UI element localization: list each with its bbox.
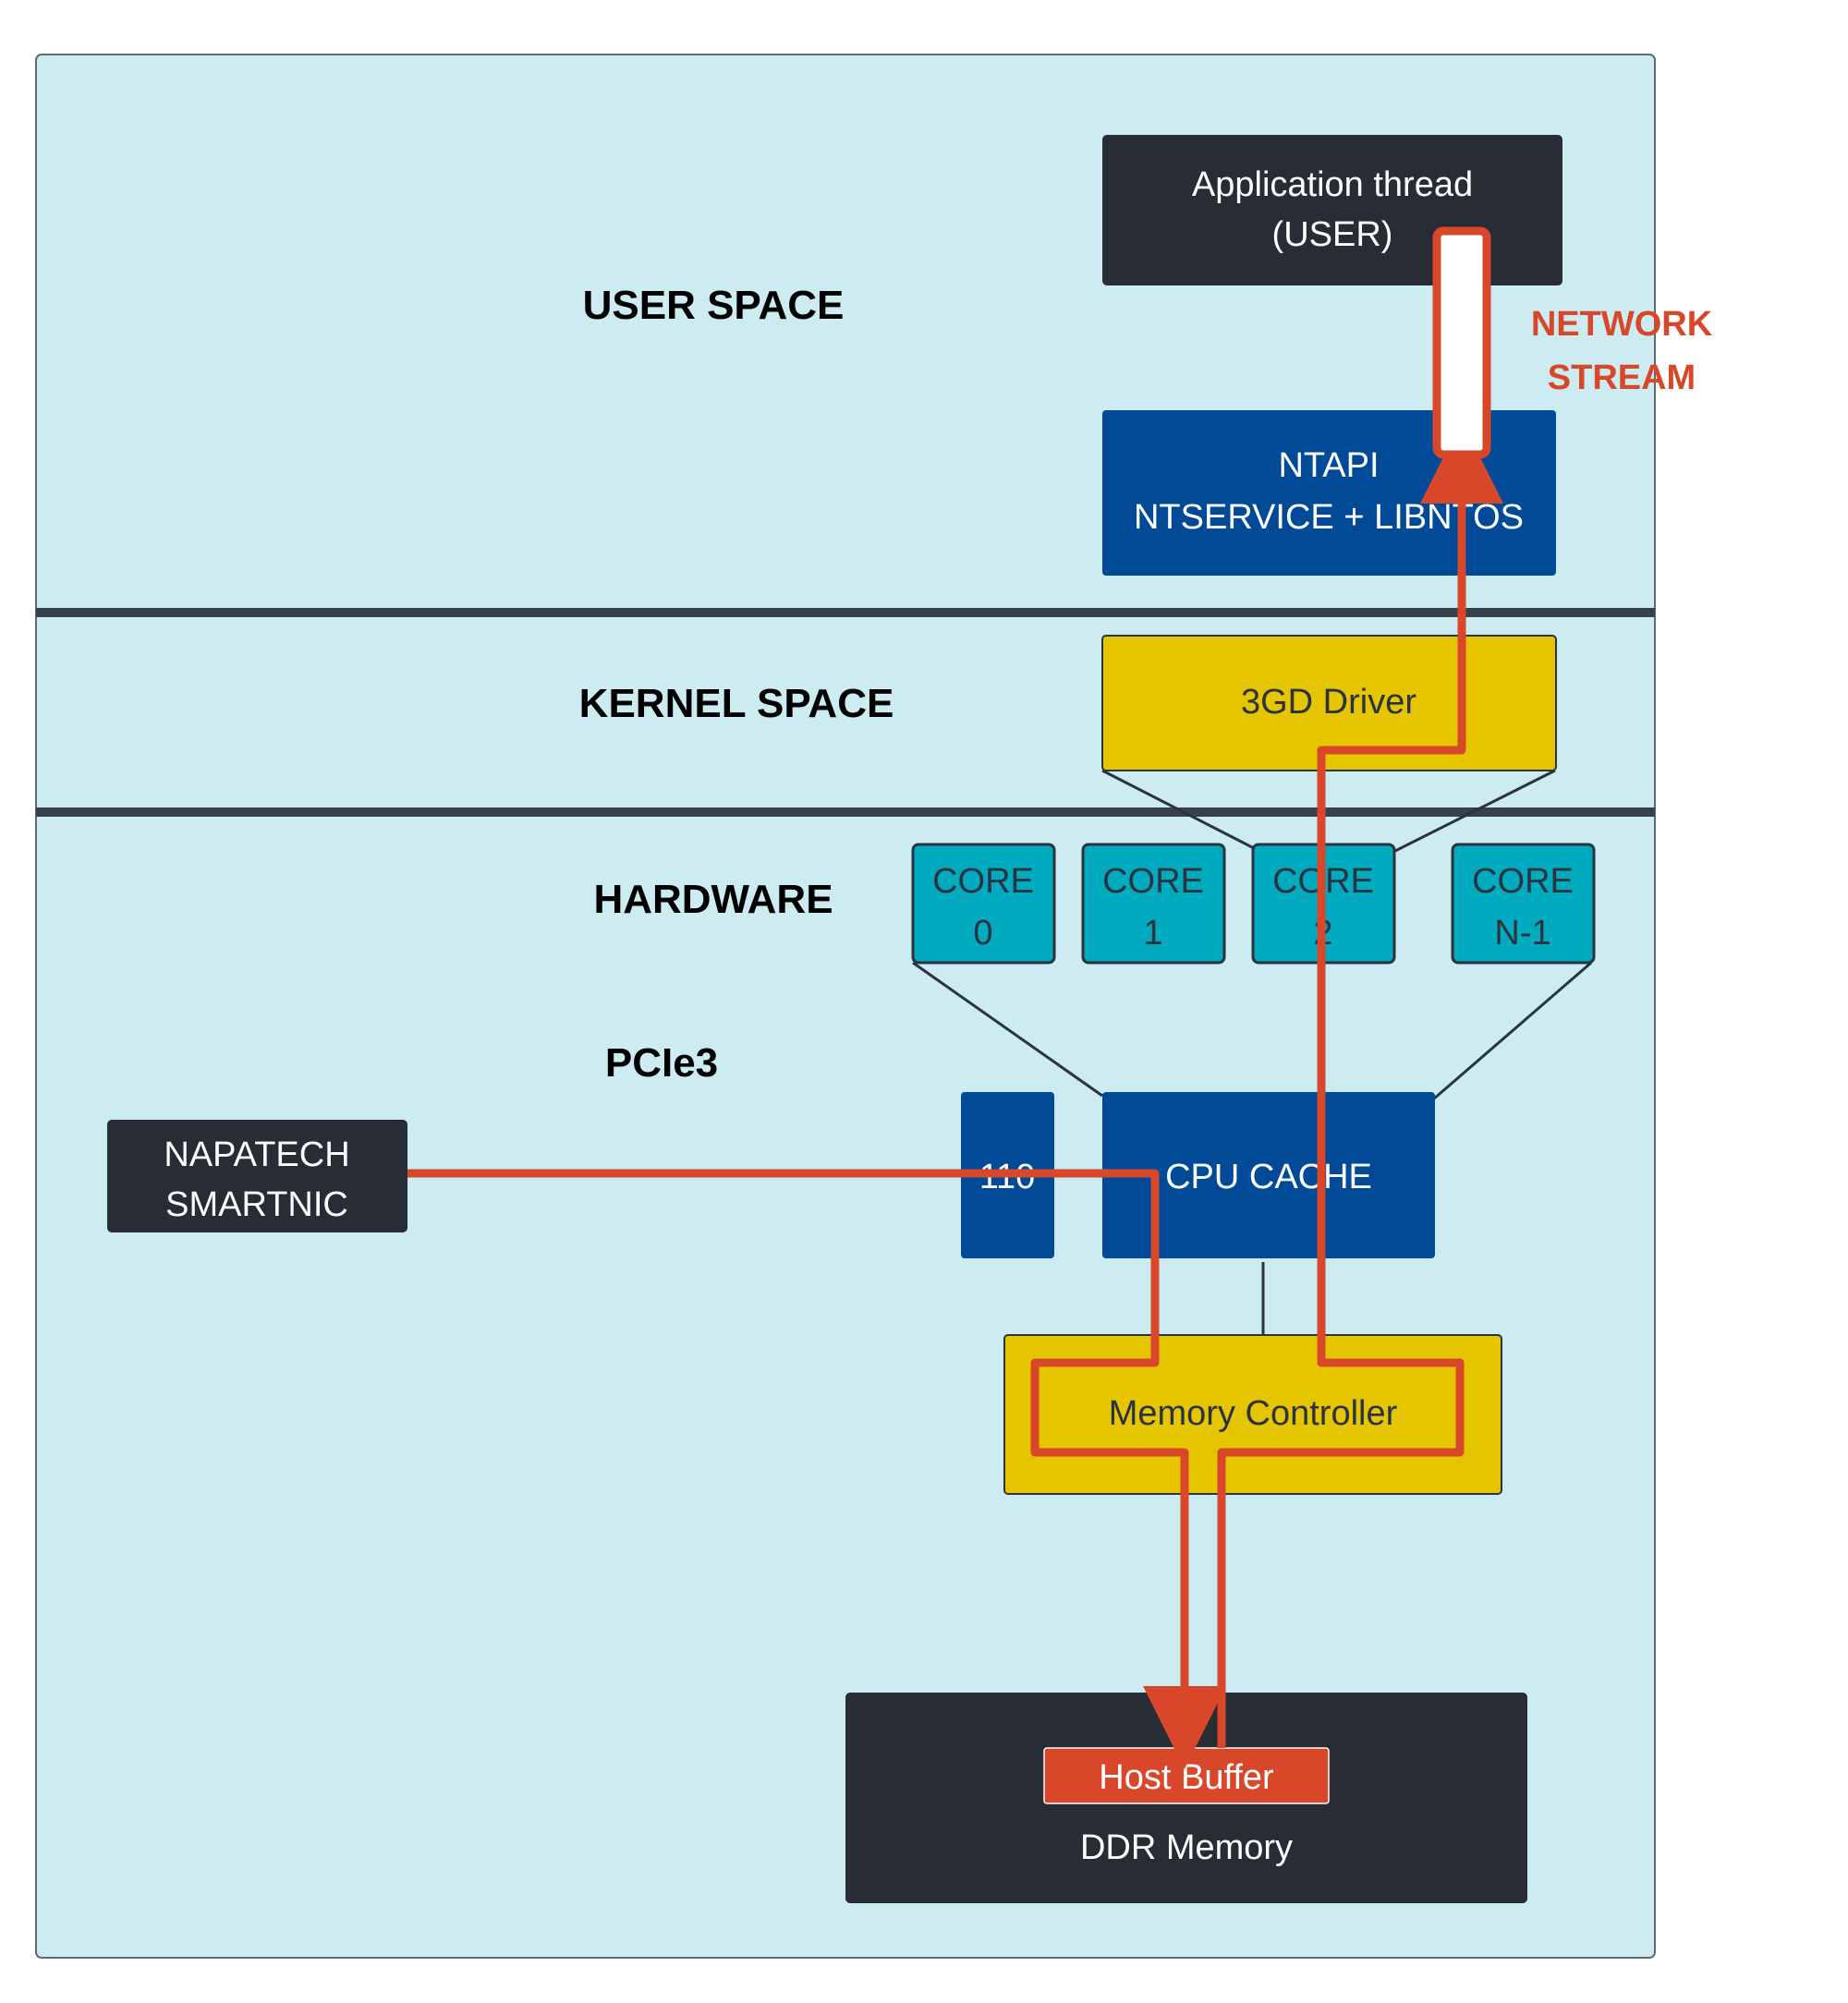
driver-label: 3GD Driver [1241,683,1416,722]
pcie-label: PCIe3 [605,1040,718,1086]
core-0: CORE 0 [911,843,1056,965]
core-1: CORE 1 [1081,843,1226,965]
core-n-1-line1: CORE [1472,862,1574,901]
memory-controller-label: Memory Controller [1109,1394,1398,1433]
app-thread-box [1102,135,1562,285]
core-n-1-line2: N-1 [1494,914,1550,953]
network-stream-label-line2: STREAM [1548,358,1696,397]
app-thread-line2: (USER) [1272,215,1393,254]
divider-kernel-hardware [36,807,1655,817]
core-1-line1: CORE [1102,862,1204,901]
driver-core-connectors [1101,769,1556,854]
smartnic-line2: SMARTNIC [165,1185,348,1224]
core-0-line2: 0 [973,914,992,953]
network-stream-path [407,420,1503,1769]
network-stream-label-line1: NETWORK [1531,305,1713,344]
smartnic-box [107,1120,407,1232]
stream-buffer-to-controller [1217,420,1503,1748]
kernel-space-label: KERNEL SPACE [579,681,894,726]
host-buffer-label: Host Buffer [1099,1758,1274,1797]
driver-box [1101,635,1557,771]
cpu-cache-label: CPU CACHE [1165,1158,1372,1196]
core-0-line1: CORE [932,862,1034,901]
app-thread-line1: Application thread [1192,165,1473,204]
stream-nic-to-controller [407,1169,1226,1769]
user-space-label: USER SPACE [583,283,845,328]
stream-buffer-bar [1432,226,1491,459]
core-n-1: CORE N-1 [1451,843,1596,965]
divider-user-kernel [36,608,1655,617]
main-panel [35,54,1656,1959]
ntapi-line1: NTAPI [1278,446,1379,485]
ddr-memory-label: DDR Memory [1080,1828,1293,1867]
cpu-cache-box [1102,1092,1435,1258]
smartnic-line1: NAPATECH [164,1135,349,1174]
core-cache-connectors [912,961,1592,1101]
hardware-label: HARDWARE [593,877,833,922]
core-1-line2: 1 [1143,914,1162,953]
